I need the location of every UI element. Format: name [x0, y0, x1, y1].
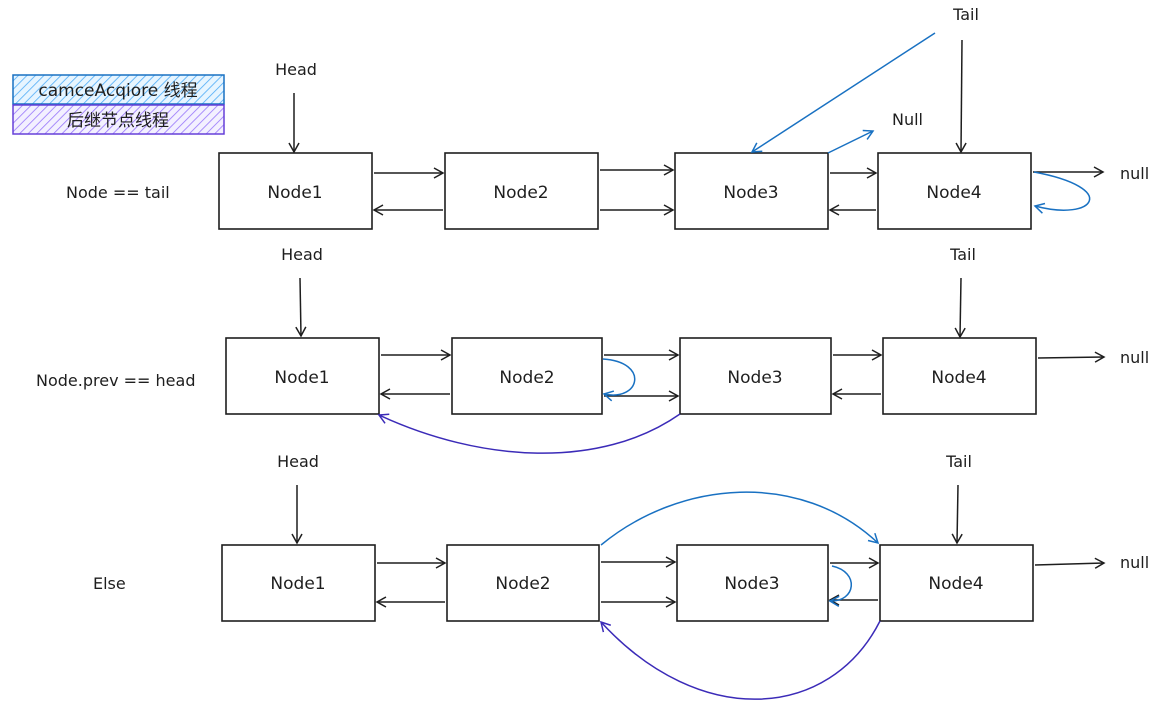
node-label-2: Node2: [493, 183, 548, 203]
legend-item-successor-thread: 后继节点线程: [12, 104, 225, 135]
node-label-4: Node4: [926, 183, 981, 203]
row-condition-label: Else: [93, 574, 126, 593]
null-label: null: [1120, 164, 1149, 183]
node-label-4: Node4: [928, 574, 983, 594]
head-label: Head: [275, 60, 317, 79]
node-box-2: [444, 152, 599, 230]
tail-label: Tail: [945, 452, 972, 471]
node-label-3: Node3: [727, 368, 782, 388]
legend-swatch-cyan: [12, 74, 225, 105]
legend-label-successor-thread: 后继节点线程: [67, 111, 169, 131]
null-marker-label: Null: [892, 110, 923, 129]
node-box-4: [882, 337, 1037, 415]
node-box-1: [218, 152, 373, 230]
node3-self-loop-arrow: [828, 565, 852, 607]
successor-node4-to-node2-arrow: [599, 620, 881, 700]
row-node-equals-tail: Node == tail Head Tail Node1 Node2 Node3…: [66, 5, 1149, 230]
node-label-1: Node1: [274, 368, 329, 388]
node-label-3: Node3: [723, 183, 778, 203]
legend: camceAcqiore 线程 后继节点线程: [12, 74, 225, 135]
node-box-2: [446, 544, 600, 622]
tail-pointer-arrow: [951, 484, 963, 545]
tail-pointer-arrow: [954, 277, 966, 339]
node-label-2: Node2: [495, 574, 550, 594]
row-condition-label: Node.prev == head: [36, 371, 195, 390]
node-label-3: Node3: [724, 574, 779, 594]
node-label-1: Node1: [267, 183, 322, 203]
tail-label: Tail: [949, 245, 976, 264]
node-box-3: [676, 544, 829, 622]
head-label: Head: [281, 245, 323, 264]
successor-node3-to-node1-arrow: [377, 413, 681, 454]
node-box-4: [877, 152, 1032, 230]
null-arrow: [1034, 557, 1106, 569]
cas-node2-to-node4-arrow: [600, 491, 880, 546]
legend-swatch-purple: [12, 104, 225, 135]
legend-label-cas-thread: camceAcqiore 线程: [38, 81, 197, 101]
node-box-1: [221, 544, 376, 622]
row-prev-equals-head: Node.prev == head Head Tail Node1 Node2 …: [36, 245, 1149, 454]
null-arrow: [1037, 351, 1106, 363]
node-box-3: [674, 152, 829, 230]
row-else: Else Head Tail Node1 Node2 Node3 Node4 n…: [93, 452, 1149, 700]
node-box-2: [451, 337, 603, 415]
node-label-1: Node1: [270, 574, 325, 594]
head-pointer-arrow: [295, 277, 307, 338]
cas-tail-to-node3-arrow: [750, 32, 936, 153]
null-label: null: [1120, 553, 1149, 572]
tail-label: Tail: [952, 5, 979, 24]
node2-self-loop-arrow: [602, 358, 636, 402]
node-box-3: [679, 337, 832, 415]
node-label-4: Node4: [931, 368, 986, 388]
cas-next-null-arrow: [827, 129, 875, 154]
tail-pointer-arrow: [955, 39, 967, 154]
node-label-2: Node2: [499, 368, 554, 388]
legend-item-cas-thread: camceAcqiore 线程: [12, 74, 225, 105]
node-box-4: [879, 544, 1034, 622]
row-condition-label: Node == tail: [66, 183, 170, 202]
head-label: Head: [277, 452, 319, 471]
node-box-1: [225, 337, 380, 415]
null-label: null: [1120, 348, 1149, 367]
node4-self-loop-arrow: [1033, 171, 1091, 214]
